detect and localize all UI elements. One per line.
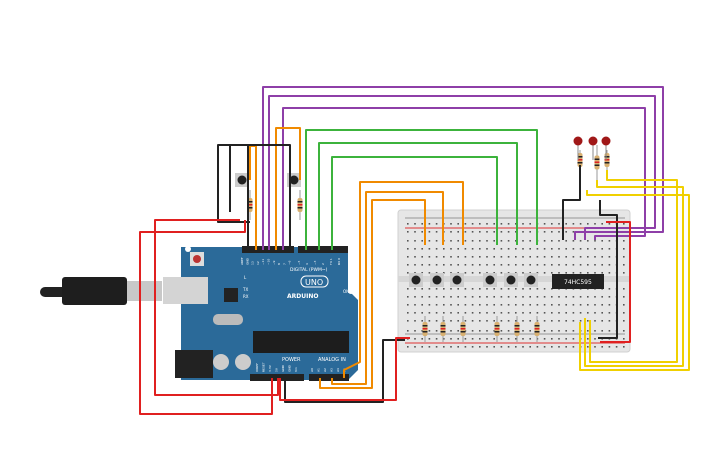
power-pin-label: GND bbox=[288, 364, 292, 372]
resistor bbox=[514, 316, 520, 342]
led-red bbox=[588, 136, 598, 160]
wire-red bbox=[600, 221, 631, 343]
digital-pin-label: ~10 bbox=[267, 259, 271, 265]
wire-black bbox=[284, 339, 405, 403]
wire-purple bbox=[268, 95, 656, 250]
resistor bbox=[460, 316, 466, 342]
analog-pin-label: A4 bbox=[336, 368, 340, 372]
power-pin-label: GND bbox=[281, 364, 285, 372]
brand-label: ARDUINO bbox=[287, 293, 318, 300]
shift-register-chip: 74HC595 bbox=[552, 274, 604, 289]
wires bbox=[139, 86, 690, 415]
wire-red bbox=[154, 219, 279, 396]
pushbutton[interactable] bbox=[483, 273, 497, 287]
wire-red bbox=[279, 337, 410, 401]
digital-pin-label: AREF bbox=[240, 257, 244, 265]
analog-label: ANALOG IN bbox=[318, 357, 346, 363]
led-l-label: L bbox=[244, 275, 247, 280]
on-label: ON bbox=[343, 289, 349, 294]
wire-black bbox=[598, 200, 618, 339]
digital-label: DIGITAL (PWM~) bbox=[290, 267, 328, 273]
wire-orange bbox=[343, 181, 464, 378]
power-pin-label: IOREF bbox=[255, 363, 259, 372]
wire-green bbox=[318, 142, 518, 250]
usb-cable bbox=[40, 277, 162, 305]
arduino-uno: ARDUINO UNO DIGITAL (PWM~) POWER ANALOG … bbox=[163, 246, 358, 381]
led-red bbox=[573, 136, 583, 160]
wire-purple bbox=[262, 86, 664, 250]
pushbutton[interactable] bbox=[450, 273, 464, 287]
wire-green bbox=[305, 129, 538, 250]
wire-green bbox=[331, 156, 498, 250]
digital-pin-label: 8 bbox=[277, 263, 281, 265]
wire-orange bbox=[275, 127, 301, 250]
digital-pin-label: GND bbox=[245, 257, 249, 265]
digital-pin-label: ~9 bbox=[272, 260, 276, 265]
analog-pin-label: A0 bbox=[310, 368, 314, 372]
power-label: POWER bbox=[282, 357, 301, 363]
digital-pin-label: ~6 bbox=[288, 260, 292, 265]
pushbutton[interactable] bbox=[409, 273, 423, 287]
wire-yellow bbox=[584, 180, 684, 367]
digital-pin-label: 12 bbox=[256, 261, 260, 265]
led-rx-label: RX bbox=[243, 294, 249, 299]
digital-pin-label: 7 bbox=[282, 263, 286, 265]
pushbutton[interactable] bbox=[235, 173, 249, 187]
model-label: UNO bbox=[305, 278, 323, 287]
power-pin-label: Vin bbox=[294, 367, 298, 372]
digital-pin-label: 4 bbox=[305, 263, 309, 265]
power-pin-label: 5V bbox=[275, 367, 279, 372]
wire-orange bbox=[331, 191, 444, 385]
pushbutton[interactable] bbox=[524, 273, 538, 287]
digital-pin-label: ~5 bbox=[297, 260, 301, 265]
resistor bbox=[604, 150, 610, 170]
resistor bbox=[494, 316, 500, 342]
digital-pin-label: 13 bbox=[251, 261, 255, 265]
power-pin-label: 3.3V bbox=[268, 364, 272, 372]
wire-purple bbox=[282, 107, 646, 250]
chip-label: 74HC595 bbox=[564, 279, 592, 286]
digital-pin-label: TX 1 bbox=[329, 258, 333, 266]
wire-red bbox=[139, 220, 273, 415]
power-pin-label: RESET bbox=[262, 362, 266, 372]
wire-black bbox=[562, 165, 581, 240]
led-tx-label: TX bbox=[242, 287, 248, 292]
resistor bbox=[440, 316, 446, 342]
analog-pin-label: A1 bbox=[317, 368, 321, 372]
resistor bbox=[534, 316, 540, 342]
digital-pin-label: 2 bbox=[321, 263, 325, 265]
resistor bbox=[297, 190, 303, 220]
digital-pin-label: ~3 bbox=[313, 260, 317, 265]
analog-pin-label: A3 bbox=[330, 368, 334, 372]
pushbutton[interactable] bbox=[430, 273, 444, 287]
wire-yellow bbox=[589, 170, 678, 363]
resistor bbox=[422, 316, 428, 342]
wire-orange bbox=[249, 145, 257, 250]
pushbutton[interactable] bbox=[504, 273, 518, 287]
digital-pin-label: RX 0 bbox=[337, 258, 341, 265]
wire-black bbox=[229, 144, 291, 250]
wire-orange bbox=[319, 199, 426, 389]
resistor bbox=[594, 145, 600, 180]
digital-pin-label: ~11 bbox=[261, 259, 265, 265]
wire-yellow bbox=[579, 190, 690, 371]
led-red bbox=[601, 136, 611, 160]
analog-pin-label: A2 bbox=[323, 368, 327, 372]
wire-black bbox=[217, 144, 250, 250]
